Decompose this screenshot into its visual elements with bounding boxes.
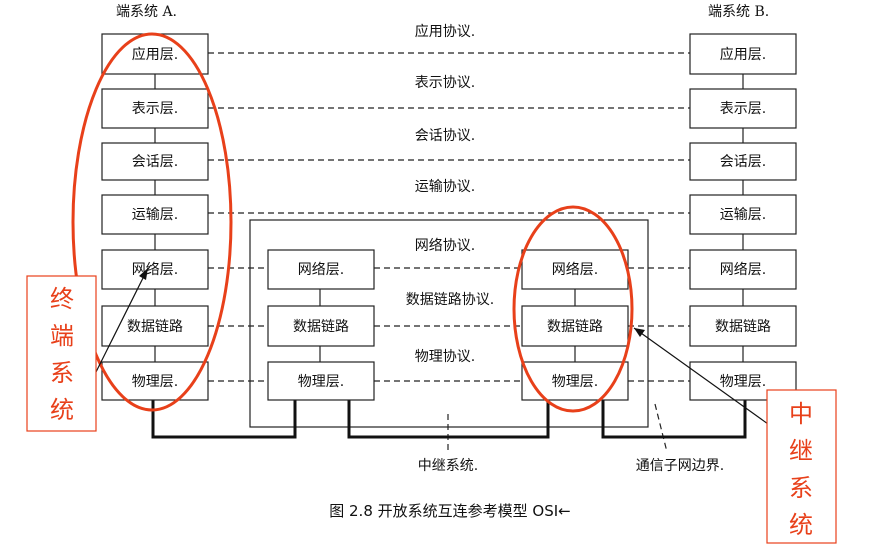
layer-network-b: 网络层. [720, 262, 766, 278]
layer-application-a: 应用层. [132, 46, 178, 63]
end-system-b-label: 端系统 B. [708, 4, 769, 20]
terminal-char-2: 端 [50, 322, 74, 350]
terminal-label-box [26, 275, 97, 432]
terminal-char-4: 统 [50, 396, 74, 424]
layer-network-relay-left: 网络层. [298, 262, 344, 278]
layer-datalink-relay-right: 数据链路 [547, 319, 603, 335]
protocol-transport: 运输协议. [415, 179, 475, 195]
relay-char-2: 继 [789, 437, 813, 465]
protocol-session: 会话协议. [415, 128, 475, 144]
relay-arrow [633, 327, 776, 430]
layer-network-relay-right: 网络层. [552, 262, 598, 278]
protocol-presentation: 表示协议. [415, 75, 475, 91]
terminal-char-1: 终 [50, 285, 74, 313]
relay-char-1: 中 [789, 400, 813, 428]
terminal-system-ellipse [71, 32, 233, 412]
relay-system-label: 中继系统. [418, 458, 478, 474]
layer-physical-relay-left: 物理层. [298, 374, 344, 390]
subnet-boundary-label: 通信子网边界. [636, 458, 724, 474]
stack-relay-left: 网络层. 数据链路 物理层. [267, 249, 375, 401]
protocol-network: 网络协议. [415, 238, 475, 254]
relay-char-3: 系 [789, 474, 813, 502]
protocol-physical: 物理协议. [415, 349, 475, 365]
layer-physical-relay-right: 物理层. [552, 374, 598, 390]
layer-session-a: 会话层. [132, 154, 178, 170]
layer-presentation-b: 表示层. [720, 101, 766, 117]
terminal-arrow [95, 267, 149, 373]
relay-label-box [766, 389, 837, 544]
layer-presentation-a: 表示层. [132, 101, 178, 117]
subnet-boundary-frame [249, 219, 649, 428]
stack-relay-right: 网络层. 数据链路 物理层. [521, 249, 629, 401]
layer-datalink-relay-left: 数据链路 [293, 319, 349, 335]
terminal-char-3: 系 [50, 359, 74, 387]
layer-datalink-b: 数据链路 [715, 319, 771, 335]
layer-transport-b: 运输层. [720, 207, 766, 223]
end-system-a-label: 端系统 A. [116, 4, 177, 20]
protocol-application: 应用协议. [415, 23, 475, 40]
stack-end-system-a: 应用层. 表示层. 会话层. 运输层. 网络层. 数据链路 物理层. [101, 33, 209, 401]
stack-end-system-b: 应用层. 表示层. 会话层. 运输层. 网络层. 数据链路 物理层. [689, 33, 797, 401]
layer-datalink-a: 数据链路 [127, 319, 183, 335]
relay-system-ellipse [512, 205, 634, 413]
layer-session-b: 会话层. [720, 154, 766, 170]
layer-application-b: 应用层. [720, 46, 766, 63]
protocol-datalink: 数据链路协议. [406, 292, 494, 308]
relay-char-4: 统 [789, 511, 813, 539]
layer-network-a: 网络层. [132, 262, 178, 278]
layer-physical-b: 物理层. [720, 374, 766, 390]
layer-physical-a: 物理层. [132, 374, 178, 390]
layer-transport-a: 运输层. [132, 207, 178, 223]
figure-caption: 图 2.8 开放系统互连参考模型 OSI← [329, 502, 570, 520]
physical-media [151, 400, 747, 439]
